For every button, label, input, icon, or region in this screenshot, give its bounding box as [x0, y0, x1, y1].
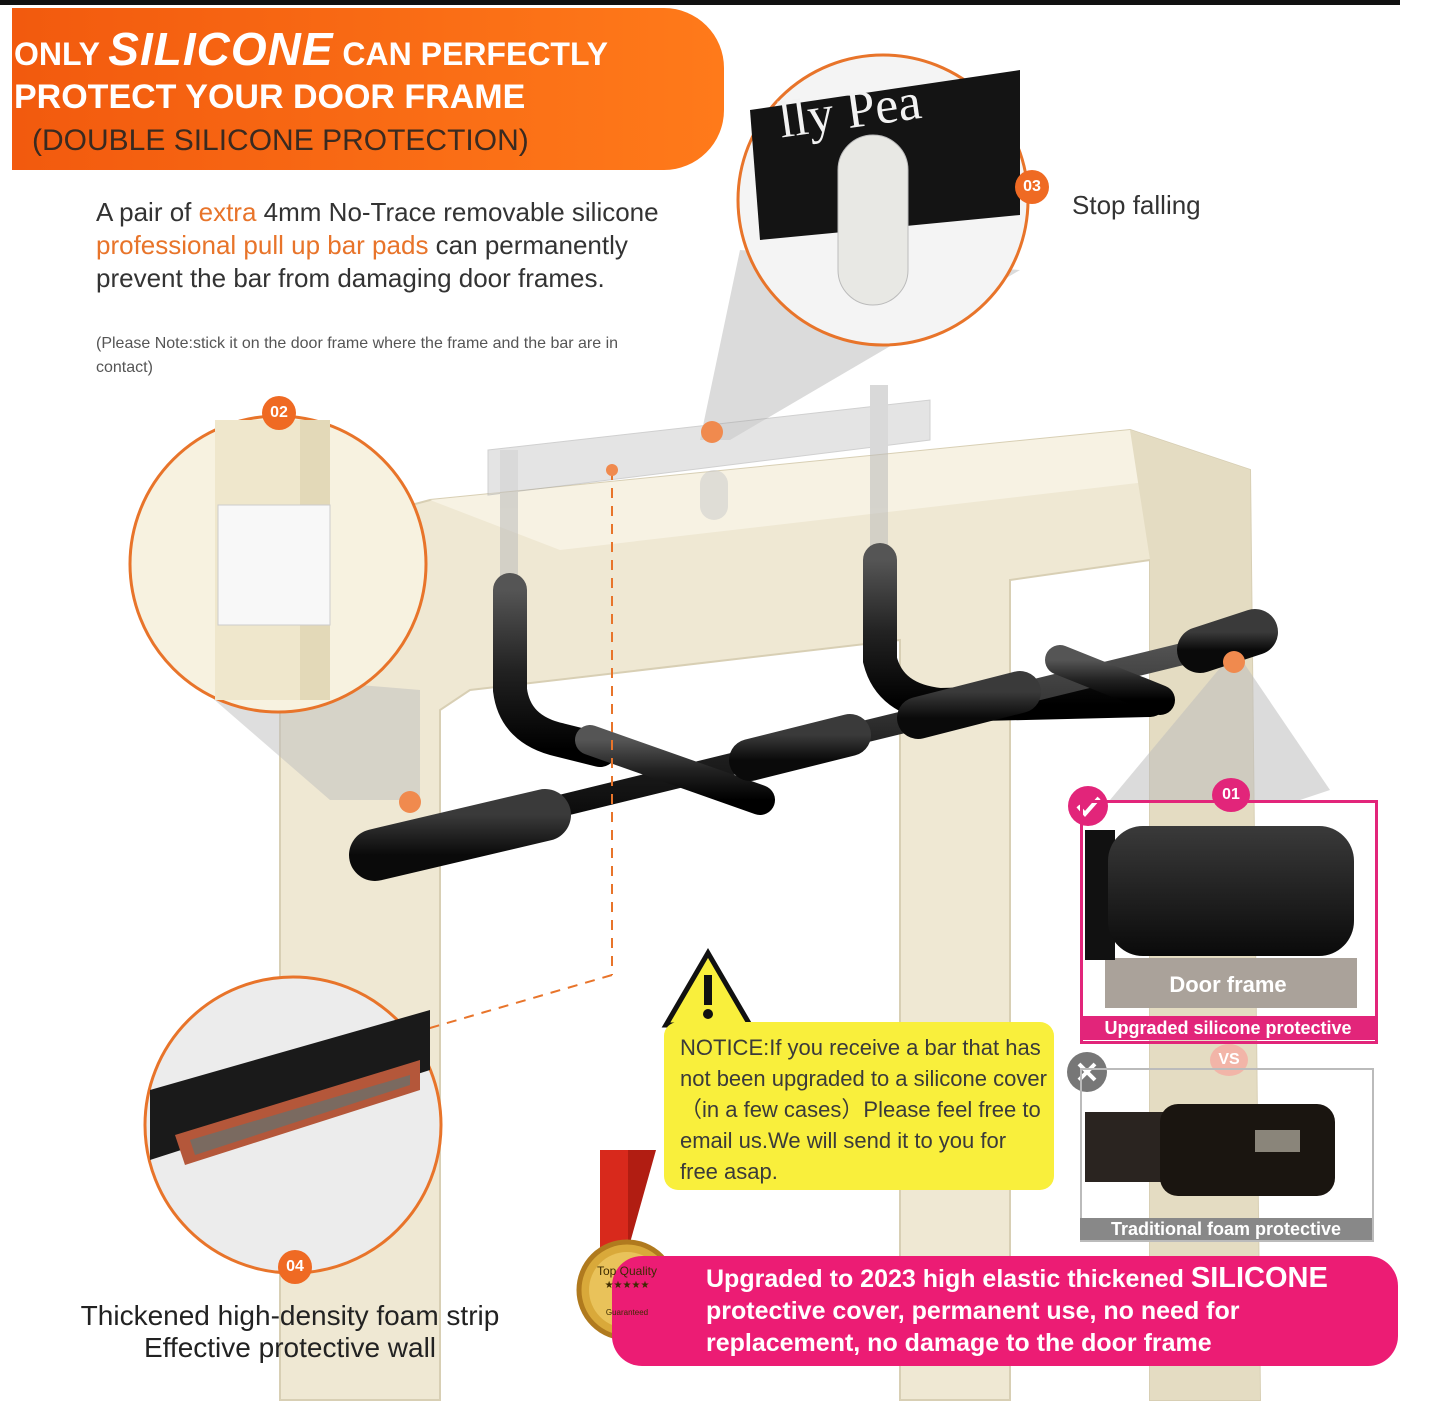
- desc-p3: 4mm No-Trace removable silicone: [256, 197, 659, 227]
- header-line3: (DOUBLE SILICONE PROTECTION): [32, 124, 529, 157]
- marker-dot-02: [399, 791, 421, 813]
- badge-03: 03: [1015, 170, 1049, 204]
- check-icon: [1068, 786, 1108, 826]
- header-line1: ONLY SILICONE CAN PERFECTLY: [14, 22, 608, 76]
- label-upgraded-silicone: Upgraded silicone protective: [1080, 1016, 1376, 1040]
- desc-pads: professional pull up bar pads: [96, 230, 429, 260]
- desc-p1: A pair of: [96, 197, 199, 227]
- seal-top-quality: Top Quality: [596, 1264, 658, 1278]
- header-silicone: SILICONE: [108, 23, 334, 75]
- label-door-frame: Door frame: [1169, 972, 1287, 997]
- footer-part2: protective cover, permanent use, no need…: [706, 1297, 1240, 1357]
- marker-dot-01: [1223, 651, 1245, 673]
- panel-traditional: [1080, 1068, 1374, 1242]
- note-text: (Please Note:stick it on the door frame …: [96, 335, 619, 376]
- marker-dot-03: [701, 421, 723, 443]
- header-banner: [12, 8, 724, 170]
- label-traditional-foam: Traditional foam protective: [1080, 1218, 1372, 1240]
- badge-01: 01: [1212, 778, 1250, 812]
- silicone-pad-image: [1108, 826, 1354, 956]
- description-text: A pair of extra 4mm No-Trace removable s…: [96, 196, 696, 295]
- caption-foam-strip: Thickened high-density foam strip Effect…: [80, 1300, 500, 1363]
- marker-dot-guide: [606, 464, 618, 476]
- zoom-circle-02: [128, 414, 428, 714]
- door-frame-block: [1105, 958, 1357, 1008]
- notice-text: NOTICE:If you receive a bar that has not…: [680, 1035, 1047, 1184]
- label-vs: VS: [1210, 1044, 1248, 1076]
- upper-bracket: [487, 385, 931, 600]
- zoom-circle-04: [143, 975, 443, 1275]
- footer-text: Upgraded to 2023 high elastic thickened …: [706, 1262, 1396, 1359]
- seal-stars: ★★★★★: [604, 1280, 650, 1291]
- foam-pad-image: [1160, 1104, 1335, 1196]
- top-rule: [0, 0, 1400, 5]
- desc-p5: can permanently prevent the bar from dam…: [96, 230, 628, 293]
- badge-04: 04: [278, 1250, 312, 1284]
- header-line2: PROTECT YOUR DOOR FRAME: [14, 78, 526, 116]
- center-grip-right: [897, 671, 1041, 739]
- front-bar-right: [1045, 645, 1175, 715]
- footer-silicone: SILICONE: [1190, 1262, 1328, 1294]
- front-bar-left: [575, 725, 775, 815]
- notice-box: [664, 1022, 1054, 1190]
- header-line1-suffix: CAN PERFECTLY: [333, 36, 608, 72]
- label-stop-falling: Stop falling: [1072, 190, 1201, 220]
- seal-guaranteed: Guaranteed: [605, 1308, 649, 1317]
- center-grip-left: [729, 714, 871, 781]
- panel-upgraded: [1080, 800, 1378, 1044]
- left-grip: [349, 789, 571, 881]
- spotlight-beam-01: [1110, 650, 1330, 800]
- footer-part1: Upgraded to 2023 high elastic thickened: [706, 1265, 1191, 1293]
- desc-extra: extra: [198, 197, 257, 227]
- right-grip: [1177, 609, 1278, 673]
- zoom-circle-03: [736, 53, 1030, 347]
- badge-02: 02: [262, 396, 296, 430]
- footer-banner: [612, 1256, 1398, 1366]
- left-arm: [493, 573, 617, 767]
- header-line1-prefix: ONLY: [14, 36, 109, 72]
